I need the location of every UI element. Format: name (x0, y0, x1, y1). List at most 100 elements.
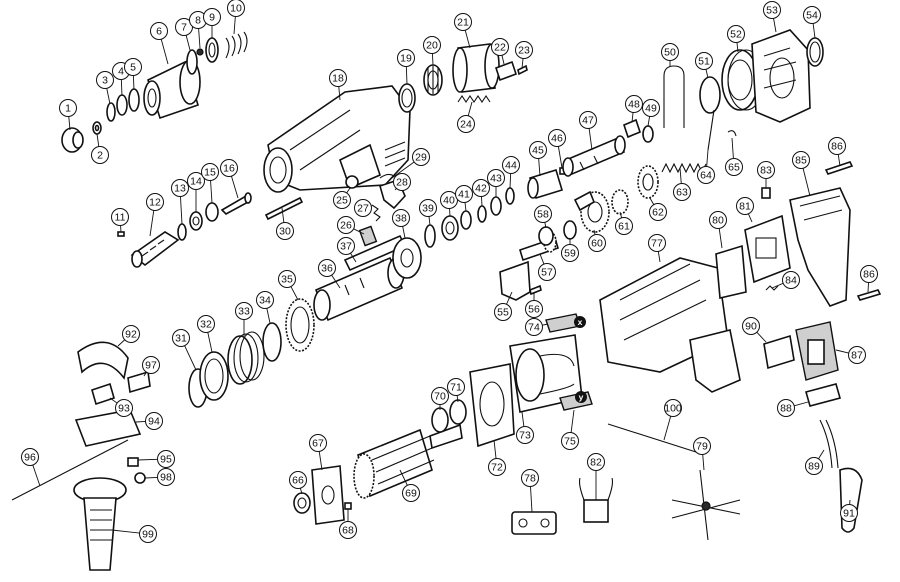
part-79-wires (671, 469, 741, 541)
part-71-fan-baffle (449, 399, 467, 425)
callout-circle (763, 1, 781, 19)
callout-circle (515, 41, 533, 59)
part-86a-screw (824, 161, 854, 175)
callout-number: 15 (204, 167, 216, 179)
callout-circle (235, 302, 253, 320)
callout-number: 38 (395, 213, 407, 225)
callout-number: 9 (209, 12, 215, 24)
part-36-cylinder (313, 256, 405, 322)
callout-circle (354, 199, 372, 217)
callout-number: 34 (259, 295, 271, 307)
callout-circle (278, 270, 296, 288)
leader-line-44 (509, 173, 512, 189)
callout-35: 35 (278, 270, 296, 288)
callout-circle (157, 450, 175, 468)
callout-number: 93 (118, 403, 130, 415)
callout-number: 10 (230, 3, 242, 15)
callout-circle (412, 148, 430, 166)
callout-79: 79 (693, 437, 711, 455)
callout-15: 15 (201, 163, 219, 181)
callout-number: 37 (340, 241, 352, 253)
callout-75: 75 (561, 432, 579, 450)
leader-line-52 (736, 42, 739, 53)
callout-55: 55 (494, 303, 512, 321)
callout-number: 13 (174, 183, 186, 195)
callout-circle (203, 8, 221, 26)
callout-94: 94 (145, 412, 163, 430)
callout-circle (673, 183, 691, 201)
callout-circle (693, 437, 711, 455)
callout-number: 29 (415, 152, 427, 164)
callout-number: 58 (537, 209, 549, 221)
leader-line-54 (812, 23, 816, 39)
part-96-depth-rod (11, 439, 129, 501)
part-55-brush-holder (499, 260, 531, 301)
part-58-bearing (538, 226, 554, 246)
leader-line-98 (144, 476, 158, 479)
part-44-oring (505, 187, 515, 205)
callout-number: 43 (490, 173, 502, 185)
callout-number: 27 (357, 203, 369, 215)
callout-number: 23 (518, 45, 530, 57)
callout-circle (337, 216, 355, 234)
callout-circle (333, 191, 351, 209)
leader-line-25 (346, 187, 351, 194)
leader-line-86b (867, 282, 869, 293)
callout-89: 89 (805, 457, 823, 475)
part-88-clamp (805, 383, 841, 407)
callout-number: 39 (422, 203, 434, 215)
callout-90: 90 (742, 317, 760, 335)
callout-number: 65 (728, 162, 740, 174)
callout-circle (561, 432, 579, 450)
leader-line-75 (570, 409, 575, 433)
callout-circle (122, 325, 140, 343)
callout-number: 32 (200, 319, 212, 331)
callout-circle (329, 69, 347, 87)
callout-number: 81 (739, 201, 751, 213)
part-69-armature (353, 423, 463, 499)
part-66-bearing (293, 492, 311, 514)
callout-37: 37 (337, 237, 355, 255)
leader-line-38 (402, 226, 406, 239)
part-43-ring (490, 196, 502, 216)
leader-line-96 (32, 464, 41, 487)
leader-line-84 (771, 282, 784, 289)
leader-line-99 (111, 529, 140, 534)
part-77-motor-housing (599, 257, 741, 393)
callout-80: 80 (709, 211, 727, 229)
callout-number: 12 (149, 197, 161, 209)
callout-circle (661, 43, 679, 61)
callout-86a: 86 (828, 137, 846, 155)
callout-70: 70 (431, 387, 449, 405)
callout-circle (111, 208, 129, 226)
callout-21: 21 (454, 13, 472, 31)
callout-circle (146, 193, 164, 211)
callout-number: 25 (336, 195, 348, 207)
part-81-switch-body (744, 214, 791, 284)
callout-64: 64 (697, 166, 715, 184)
leader-line-64 (706, 149, 709, 167)
callout-circle (777, 399, 795, 417)
callout-58: 58 (534, 205, 552, 223)
callout-32: 32 (197, 315, 215, 333)
callout-number: 22 (494, 42, 506, 54)
callout-1: 1 (59, 99, 77, 117)
leader-line-95 (137, 458, 158, 461)
callout-circle (220, 159, 238, 177)
callout-circle (276, 222, 294, 240)
part-27-spring (371, 204, 381, 222)
part-95-nut (127, 457, 139, 467)
callout-87: 87 (848, 346, 866, 364)
callout-circle (488, 458, 506, 476)
callout-54: 54 (803, 6, 821, 24)
leader-line-57 (539, 253, 545, 265)
callout-36: 36 (318, 259, 336, 277)
leader-line-93 (109, 397, 118, 404)
leader-line-7 (185, 35, 191, 51)
leader-line-80 (718, 228, 723, 249)
leader-line-55 (506, 291, 513, 305)
part-90-capacitor (763, 334, 795, 370)
callout-61: 61 (615, 217, 633, 235)
callout-number: 99 (142, 529, 154, 541)
